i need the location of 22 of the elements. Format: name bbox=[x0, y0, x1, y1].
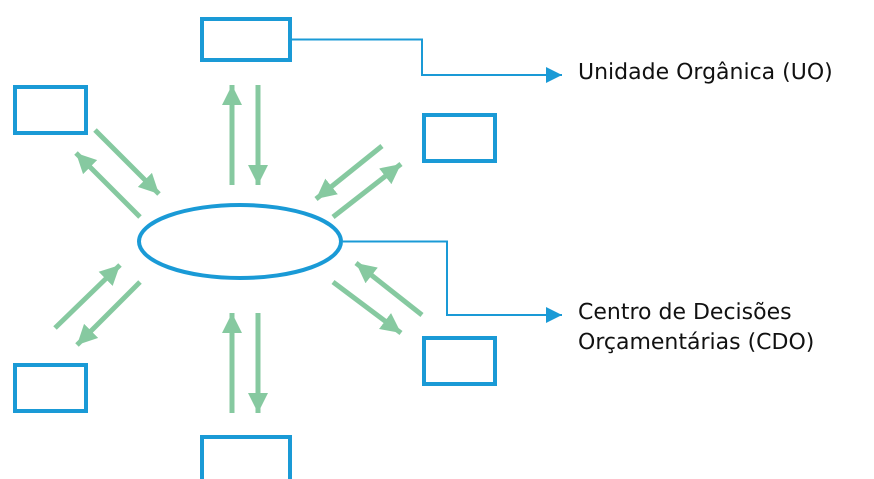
empty-box bbox=[422, 336, 497, 386]
arrow bbox=[222, 313, 242, 413]
arrow bbox=[331, 162, 403, 219]
empty-box bbox=[13, 363, 88, 413]
arrow bbox=[222, 85, 242, 185]
arrow bbox=[332, 280, 402, 335]
arrow bbox=[53, 263, 122, 330]
arrow bbox=[74, 151, 142, 219]
arrow bbox=[314, 144, 384, 201]
empty-box bbox=[13, 85, 88, 135]
leader-arrow bbox=[343, 240, 562, 323]
arrow bbox=[248, 85, 268, 185]
arrow bbox=[248, 313, 268, 413]
empty-box bbox=[200, 17, 292, 62]
label-text: Centro de Decisões Orçamentárias (CDO) bbox=[578, 298, 858, 358]
empty-ellipse bbox=[137, 203, 343, 280]
empty-box bbox=[422, 113, 497, 163]
arrow bbox=[75, 280, 142, 347]
empty-box bbox=[200, 435, 292, 479]
arrow bbox=[93, 128, 161, 196]
leader-arrow bbox=[292, 38, 562, 83]
label-text: Unidade Orgânica (UO) bbox=[578, 58, 868, 88]
